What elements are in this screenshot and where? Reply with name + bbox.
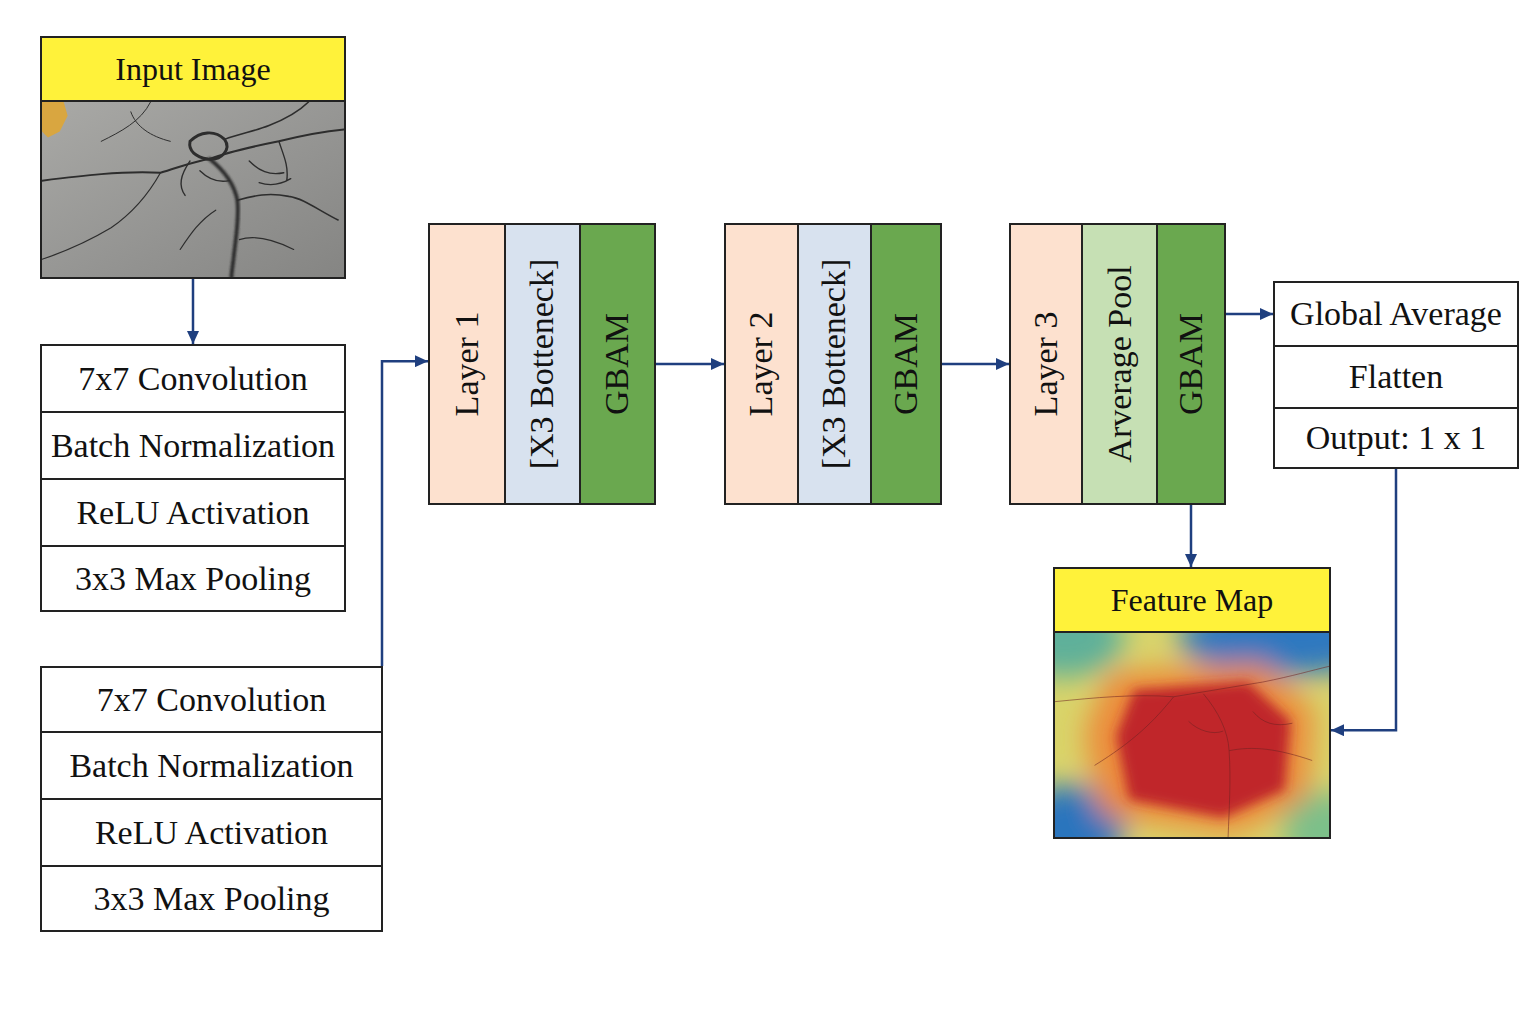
vertical-label: Layer 2 xyxy=(743,312,781,417)
panel-header: Feature Map xyxy=(1055,569,1329,633)
stem-step: 3x3 Max Pooling xyxy=(40,865,383,932)
step-label: 3x3 Max Pooling xyxy=(75,560,311,598)
step-label: 7x7 Convolution xyxy=(97,681,327,719)
step-label: Global Average xyxy=(1290,295,1502,333)
vertical-label: GBAM xyxy=(599,313,637,415)
stem-step: 7x7 Convolution xyxy=(40,344,346,413)
step-label: ReLU Activation xyxy=(95,814,328,852)
header-label: Feature Map xyxy=(1111,582,1274,619)
vertical-label: Arverage Pool xyxy=(1101,265,1139,462)
step-label: Flatten xyxy=(1349,358,1443,396)
head-step: Global Average xyxy=(1273,281,1519,347)
head-step: Output: 1 x 1 xyxy=(1273,407,1519,469)
step-label: 3x3 Max Pooling xyxy=(93,880,329,918)
stem-step: Batch Normalization xyxy=(40,731,383,800)
layer-block: Layer 3 xyxy=(1009,223,1083,505)
vertical-label: Layer 3 xyxy=(1027,312,1065,417)
layer-block: Layer 1 xyxy=(428,223,506,505)
step-label: Batch Normalization xyxy=(69,747,353,785)
step-label: Output: 1 x 1 xyxy=(1306,419,1486,457)
flow-arrow xyxy=(1331,469,1396,730)
feature-map-panel: Feature Map xyxy=(1053,567,1331,839)
vertical-label: GBAM xyxy=(1172,313,1210,415)
flow-arrow xyxy=(656,363,724,366)
flow-arrow xyxy=(1226,313,1273,316)
crack-photo xyxy=(42,102,344,277)
vertical-label: GBAM xyxy=(887,313,925,415)
layer-block: Layer 2 xyxy=(724,223,799,505)
bottleneck-block: [X3 Botteneck] xyxy=(797,223,872,505)
flow-arrow xyxy=(382,361,428,666)
heatmap-image xyxy=(1055,633,1329,837)
pool-block: Arverage Pool xyxy=(1081,223,1158,505)
step-label: 7x7 Convolution xyxy=(78,360,308,398)
vertical-label: [X3 Botteneck] xyxy=(816,259,854,470)
stem-step: 7x7 Convolution xyxy=(40,666,383,733)
step-label: Batch Normalization xyxy=(51,427,335,465)
bottleneck-block: [X3 Botteneck] xyxy=(504,223,581,505)
panel-header: Input Image xyxy=(42,38,344,102)
step-label: ReLU Activation xyxy=(76,494,309,532)
vertical-label: [X3 Botteneck] xyxy=(524,259,562,470)
stem-step: ReLU Activation xyxy=(40,478,346,547)
stem-step: ReLU Activation xyxy=(40,798,383,867)
flow-arrow xyxy=(192,279,195,344)
gbam-block: GBAM xyxy=(1156,223,1226,505)
vertical-label: Layer 1 xyxy=(448,312,486,417)
gbam-block: GBAM xyxy=(579,223,656,505)
stem-step: 3x3 Max Pooling xyxy=(40,545,346,612)
input-image-panel: Input Image xyxy=(40,36,346,279)
flow-arrow xyxy=(1190,505,1193,567)
stem-step: Batch Normalization xyxy=(40,411,346,480)
head-step: Flatten xyxy=(1273,345,1519,409)
gbam-block: GBAM xyxy=(870,223,942,505)
flow-arrow xyxy=(942,363,1009,366)
header-label: Input Image xyxy=(115,51,271,88)
